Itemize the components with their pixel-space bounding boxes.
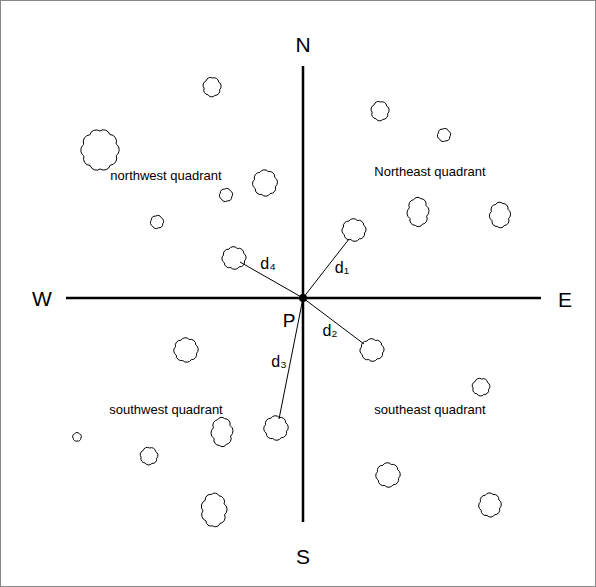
- quadrant-label: southeast quadrant: [374, 403, 485, 417]
- tree-crown: [201, 493, 227, 527]
- tree-crown: [472, 378, 490, 396]
- compass-label: W: [32, 287, 52, 310]
- distance-line: [303, 239, 349, 298]
- distance-label: d₄: [260, 255, 275, 273]
- tree-crown: [479, 493, 502, 517]
- tree-crown: [219, 188, 232, 201]
- distance-label: d₁: [335, 259, 349, 277]
- tree-crown: [407, 197, 429, 226]
- tree-crown: [371, 101, 389, 120]
- tree-crown: [376, 463, 401, 488]
- distance-label: d₃: [271, 353, 286, 371]
- tree-crown: [73, 433, 82, 442]
- point-label: P: [283, 311, 296, 332]
- quadrant-label: northwest quadrant: [110, 169, 221, 183]
- quadrant-label: Northeast quadrant: [374, 165, 485, 179]
- compass-label: S: [296, 545, 310, 568]
- tree-crown: [253, 170, 278, 196]
- tree-crown: [342, 219, 366, 242]
- tree-crown: [264, 416, 289, 441]
- tree-crown: [489, 202, 510, 228]
- tree-crown: [150, 215, 163, 228]
- tree-crown: [81, 130, 119, 170]
- tree-crown: [203, 77, 221, 96]
- tree-crown: [211, 417, 233, 446]
- compass-label: N: [295, 33, 310, 56]
- tree-crown: [437, 128, 450, 141]
- sample-point: [299, 294, 307, 302]
- compass-label: E: [558, 288, 572, 311]
- tree-crown: [360, 339, 384, 362]
- tree-group: [73, 77, 511, 526]
- distance-line: [303, 298, 364, 344]
- tree-crown: [222, 247, 246, 270]
- distance-lines: [240, 239, 364, 419]
- quadrant-label: southwest quadrant: [109, 403, 222, 417]
- tree-crown: [140, 447, 158, 465]
- tree-crown: [174, 338, 199, 363]
- distance-label: d₂: [322, 322, 337, 340]
